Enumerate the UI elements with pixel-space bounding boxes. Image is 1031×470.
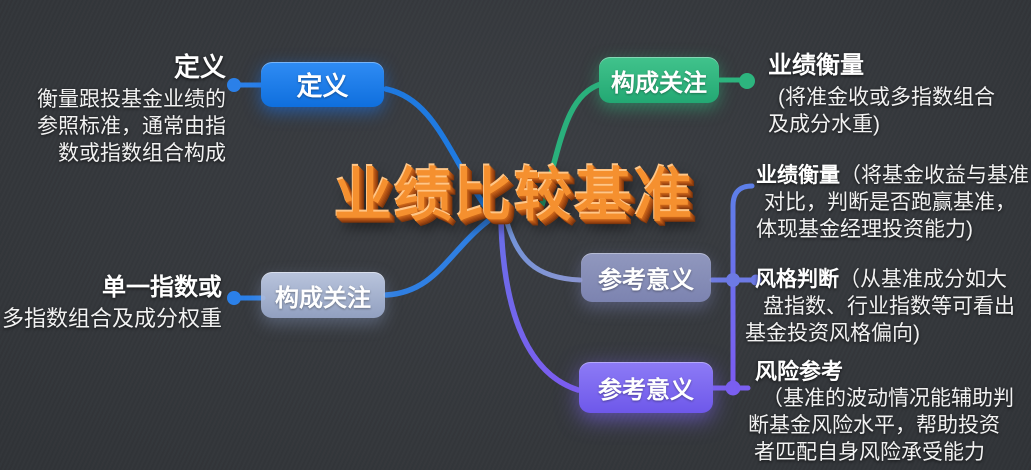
definition-heading: 定义 — [173, 52, 226, 82]
connector-dot — [227, 291, 241, 305]
style-judgement-block: 风格判断（从基准成分如大 盘指数、行业指数等可看出 基金投资风格偏向) — [745, 266, 1015, 347]
style-judgement-line: 盘指数、行业指数等可看出 — [763, 295, 1015, 318]
performance-measure-block: 业绩衡量 (将准金收或多指数组合 及成分水重) — [768, 52, 995, 138]
style-judgement-heading: 风格判断 — [755, 268, 839, 291]
style-judgement-line: 风格判断（从基准成分如大 — [745, 266, 1015, 293]
performance-measure-line: 及成分水重) — [768, 113, 880, 136]
performance-measure-heading: 业绩衡量 — [768, 52, 864, 79]
risk-reference-line: 断基金风险水平，帮助投资 — [748, 414, 1000, 437]
risk-reference-heading: 风险参考 — [755, 359, 844, 384]
composition-line: 多指数组合及成分权重 — [1, 306, 222, 331]
connector-dot — [726, 273, 740, 287]
node-composition-left[interactable]: 构成关注 — [261, 272, 385, 318]
reference-performance-line: 体现基金经理投资能力) — [756, 218, 973, 241]
definition-text-block: 定义 衡量跟投基金业绩的 参照标准，通常由指 数或指数组合构成 — [0, 52, 226, 167]
connector-dot — [227, 78, 241, 92]
risk-reference-block: 风险参考 （基准的波动情况能辅助判 断基金风险水平，帮助投资 者匹配自身风险承受… — [748, 358, 1014, 466]
connector-dot — [739, 73, 755, 89]
node-definition[interactable]: 定义 — [261, 62, 384, 107]
reference-performance-heading: 业绩衡量 — [756, 164, 840, 187]
reference-performance-line: 对比，判断是否跑赢基准， — [764, 191, 1016, 214]
composition-heading: 单一指数或 — [102, 274, 222, 301]
performance-measure-line: (将准金收或多指数组合 — [778, 86, 995, 109]
definition-line: 衡量跟投基金业绩的 — [37, 88, 226, 111]
connector-dot — [750, 274, 762, 286]
reference-performance-block: 业绩衡量（将基金收益与基准 对比，判断是否跑赢基准， 体现基金经理投资能力) — [756, 162, 1029, 243]
node-reference-bottom[interactable]: 参考意义 — [579, 362, 713, 413]
style-judgement-inline: （从基准成分如大 — [839, 268, 1007, 291]
reference-performance-line: 业绩衡量（将基金收益与基准 — [756, 162, 1029, 189]
central-topic[interactable]: 业绩比较基准 — [333, 163, 694, 228]
risk-reference-line: 者匹配自身风险承受能力 — [754, 441, 985, 464]
composition-text-block: 单一指数或 多指数组合及成分权重 — [0, 274, 222, 332]
reference-performance-inline: （将基金收益与基准 — [840, 164, 1029, 187]
risk-reference-line: （基准的波动情况能辅助判 — [762, 387, 1014, 410]
connector-dot — [725, 380, 741, 396]
definition-line: 参照标准，通常由指 — [37, 115, 226, 138]
style-judgement-line: 基金投资风格偏向) — [745, 322, 920, 345]
node-composition-right[interactable]: 构成关注 — [599, 57, 719, 103]
definition-line: 数或指数组合构成 — [58, 142, 226, 165]
node-reference-mid[interactable]: 参考意义 — [581, 253, 711, 302]
